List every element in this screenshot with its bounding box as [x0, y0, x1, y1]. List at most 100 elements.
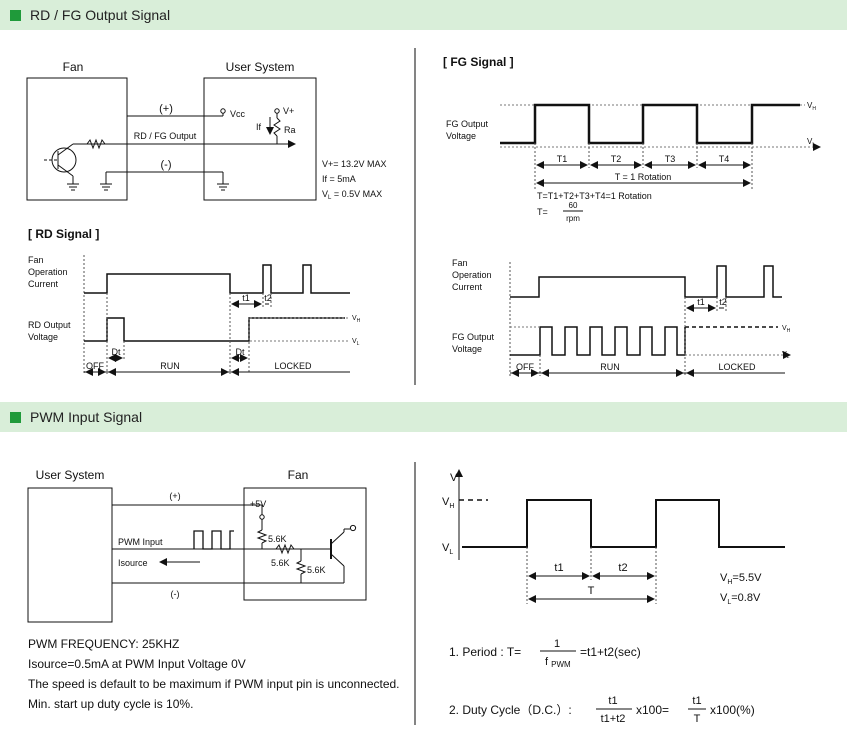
duty-label: 2. Duty Cycle（D.C.）: — [449, 703, 572, 717]
pwm-note-duty: Min. start up duty cycle is 10%. — [28, 697, 194, 711]
fg-vh-label: VH — [807, 101, 816, 112]
pwm-vl-value: VL=0.8V — [720, 592, 761, 606]
section-marker-icon — [10, 9, 21, 21]
rd-t2-label: t2 — [264, 293, 272, 303]
minus-label: (-) — [161, 159, 172, 171]
period-numerator: 1 — [554, 638, 560, 650]
pwm-vh-label: VH — [442, 496, 454, 510]
rd-waveform — [83, 255, 350, 376]
rd-vh-label: VH — [352, 315, 361, 324]
spec-line-3: VL = 0.5V MAX — [322, 189, 382, 201]
rd-signal-title: [ RD Signal ] — [28, 227, 99, 241]
fg-signal-title: [ FG Signal ] — [443, 55, 514, 69]
fgl-run-label: RUN — [600, 362, 620, 372]
rd-current-label-3: Current — [28, 279, 59, 289]
period-denominator: f PWM — [545, 656, 571, 669]
period-rest: =t1+t2(sec) — [580, 645, 641, 659]
spec-line-2: If = 5mA — [322, 174, 356, 184]
pwm-vl-label: VL — [442, 542, 453, 556]
rd-current-label-2: Operation — [28, 267, 68, 277]
pwm-plus-label: (+) — [169, 491, 180, 501]
rd-off-label: OFF — [86, 361, 104, 371]
fg-sum-label: T=T1+T2+T3+T4=1 Rotation — [537, 191, 652, 201]
period-label: 1. Period : T= — [449, 645, 521, 659]
vplus-label: V+ — [283, 106, 294, 116]
pwm-fan-box — [243, 487, 367, 601]
duty-numerator-2: t1 — [692, 695, 701, 707]
pwm-user-box — [27, 487, 113, 623]
plus-label: (+) — [159, 103, 173, 115]
fg-t-eq-label: T= — [537, 207, 548, 217]
fgl-off-label: OFF — [516, 362, 534, 372]
rdfg-circuit — [26, 77, 317, 201]
fan-label: Fan — [63, 60, 84, 74]
fgl-vh-label: VH — [782, 325, 791, 334]
rd-dt-label: Dt — [236, 347, 245, 357]
fg-rotation-label: T = 1 Rotation — [615, 172, 672, 182]
rd-run-label: RUN — [160, 361, 180, 371]
pwm-notes: PWM FREQUENCY: 25KHZ Isource=0.5mA at PW… — [28, 634, 400, 714]
fg-t2-label: T2 — [611, 154, 622, 164]
pwm-minus-label: (-) — [171, 589, 180, 599]
fg-voltage-label: Voltage — [446, 131, 476, 141]
duty-formula: 2. Duty Cycle（D.C.）: t1 t1+t2 x100= t1 T… — [449, 695, 755, 725]
fgl-current-label-2: Operation — [452, 270, 492, 280]
pwm-note-frequency: PWM FREQUENCY: 25KHZ — [28, 637, 180, 651]
fgl-vl-label: VL — [782, 351, 790, 360]
duty-denominator-1: t1+t2 — [601, 713, 626, 725]
duty-end: x100(%) — [710, 703, 755, 717]
output-line-label: RD / FG Output — [134, 131, 197, 141]
isource-label: Isource — [118, 558, 148, 568]
pwm-note-isource: Isource=0.5mA at PWM Input Voltage 0V — [28, 657, 246, 671]
duty-numerator-1: t1 — [608, 695, 617, 707]
fan-box — [26, 77, 128, 201]
fgl-current-label-1: Fan — [452, 258, 468, 268]
pwm-t-label: T — [588, 585, 595, 597]
fgl-t2-label: t2 — [719, 297, 727, 307]
section-title: PWM Input Signal — [30, 409, 143, 425]
pwm-fan-label: Fan — [288, 468, 309, 482]
pwm-input-label: PWM Input — [118, 537, 163, 547]
pwm-note-default: The speed is default to be maximum if PW… — [28, 677, 400, 691]
spec-line-1: V+= 13.2V MAX — [322, 159, 387, 169]
rd-voltage-label-2: Voltage — [28, 332, 58, 342]
pwm-circuit — [27, 487, 367, 623]
section-title: RD / FG Output Signal — [30, 7, 171, 23]
pwm-user-system-label: User System — [36, 468, 105, 482]
section-marker-icon — [10, 411, 21, 423]
vcc-label: Vcc — [230, 109, 246, 119]
fgl-voltage-label-1: FG Output — [452, 332, 495, 342]
fg-vl-label: VL — [807, 137, 815, 148]
pwm-t1-label: t1 — [554, 562, 563, 574]
rd-dt-label: Dt — [112, 347, 121, 357]
fgl-locked-label: LOCKED — [718, 362, 756, 372]
user-system-box — [203, 77, 317, 201]
r1-label: 5.6K — [268, 534, 287, 544]
fg-t4-label: T4 — [719, 154, 730, 164]
fgl-t1-label: t1 — [697, 297, 705, 307]
ra-label: Ra — [284, 125, 296, 135]
rd-current-label-1: Fan — [28, 255, 44, 265]
fg-locked-waveform — [509, 262, 791, 377]
fg-t3-label: T3 — [665, 154, 676, 164]
duty-mid: x100= — [636, 703, 669, 717]
fgl-voltage-label-2: Voltage — [452, 344, 482, 354]
pwm-t2-label: t2 — [618, 562, 627, 574]
section-header-pwm: PWM Input Signal — [0, 402, 847, 432]
rd-locked-label: LOCKED — [274, 361, 312, 371]
pwm-v-axis-label: V — [450, 472, 458, 484]
fg-numerator: 60 — [569, 201, 578, 210]
pwm-waveform — [455, 469, 785, 604]
fg-denominator: rpm — [566, 214, 580, 223]
rd-t1-label: t1 — [242, 293, 250, 303]
rd-voltage-label-1: RD Output — [28, 320, 71, 330]
r3-label: 5.6K — [307, 565, 326, 575]
fgl-current-label-3: Current — [452, 282, 483, 292]
fg-t1-label: T1 — [557, 154, 568, 164]
fg-waveform — [500, 103, 821, 212]
section-header-rdfg: RD / FG Output Signal — [0, 0, 847, 30]
rd-vl-label: VL — [352, 338, 360, 347]
period-formula: 1. Period : T= 1 f PWM =t1+t2(sec) — [449, 638, 641, 669]
if-label: If — [256, 122, 262, 132]
